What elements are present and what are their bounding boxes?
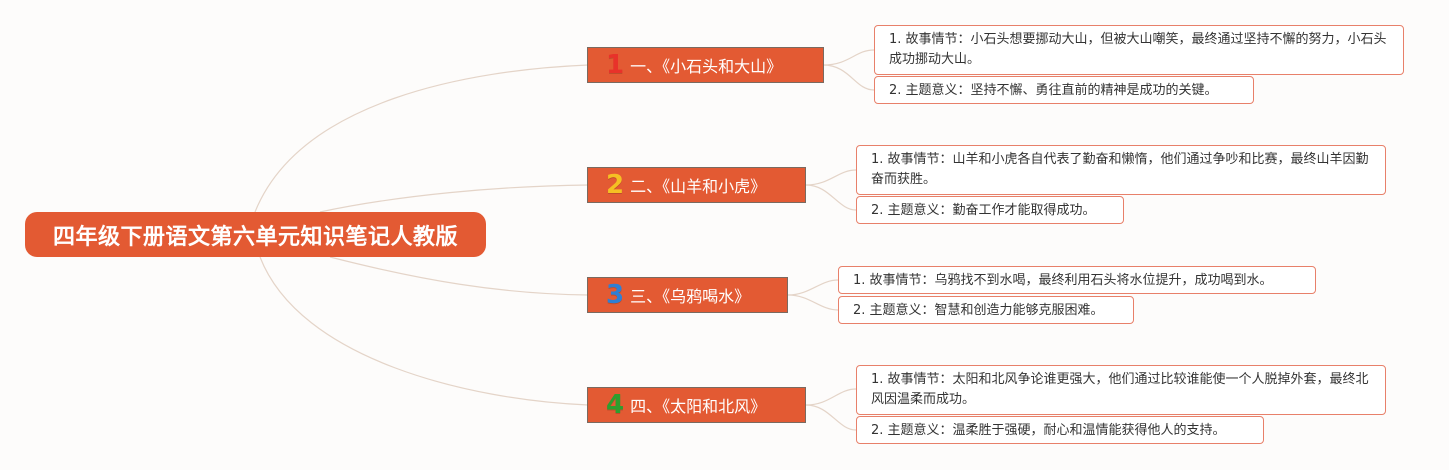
- link-b1-leaf-2: [822, 64, 875, 91]
- branch-3-item-2[interactable]: 2. 主题意义：智慧和创造力能够克服困难。: [838, 296, 1134, 324]
- branch-2-item-2[interactable]: 2. 主题意义：勤奋工作才能取得成功。: [856, 196, 1124, 224]
- branch-3-label: 三、《乌鸦喝水》: [630, 287, 751, 306]
- link-b1-leaf-1: [822, 49, 875, 66]
- branch-2-label: 二、《山羊和小虎》: [630, 177, 767, 196]
- branch-2[interactable]: 2 二、《山羊和小虎》: [587, 167, 806, 203]
- number-2-icon: 2: [606, 170, 625, 200]
- branch-3[interactable]: 3 三、《乌鸦喝水》: [587, 277, 788, 313]
- link-root-branch-1: [254, 64, 589, 213]
- branch-2-item-1[interactable]: 1. 故事情节：山羊和小虎各自代表了勤奋和懒惰，他们通过争吵和比赛，最终山羊因勤…: [856, 145, 1386, 195]
- link-b4-leaf-2: [805, 404, 857, 431]
- link-b3-leaf-2: [787, 294, 839, 311]
- branch-4-item-2[interactable]: 2. 主题意义：温柔胜于强硬，耐心和温情能获得他人的支持。: [856, 416, 1264, 444]
- branch-3-item-1[interactable]: 1. 故事情节：乌鸦找不到水喝，最终利用石头将水位提升，成功喝到水。: [838, 266, 1316, 294]
- branch-1-label: 一、《小石头和大山》: [630, 57, 783, 76]
- branch-1-item-1[interactable]: 1. 故事情节：小石头想要挪动大山，但被大山嘲笑，最终通过坚持不懈的努力，小石头…: [874, 25, 1404, 75]
- link-root-branch-2: [319, 184, 589, 213]
- link-b3-leaf-1: [787, 279, 839, 296]
- link-b4-leaf-1: [805, 388, 857, 406]
- branch-4-label: 四、《太阳和北风》: [630, 397, 767, 416]
- root-topic[interactable]: 四年级下册语文第六单元知识笔记人教版: [25, 212, 486, 257]
- link-root-branch-3: [329, 256, 589, 296]
- branch-4-item-1[interactable]: 1. 故事情节：太阳和北风争论谁更强大，他们通过比较谁能使一个人脱掉外套，最终北…: [856, 365, 1386, 415]
- link-b2-leaf-2: [805, 184, 857, 211]
- branch-1-item-2[interactable]: 2. 主题意义：坚持不懈、勇往直前的精神是成功的关键。: [874, 76, 1254, 104]
- number-4-icon: 4: [606, 390, 625, 420]
- link-root-branch-4: [259, 256, 589, 406]
- number-3-icon: 3: [606, 280, 625, 310]
- branch-4[interactable]: 4 四、《太阳和北风》: [587, 387, 806, 423]
- link-b2-leaf-1: [805, 169, 857, 186]
- branch-1[interactable]: 1 一、《小石头和大山》: [587, 47, 824, 83]
- number-1-icon: 1: [606, 50, 625, 80]
